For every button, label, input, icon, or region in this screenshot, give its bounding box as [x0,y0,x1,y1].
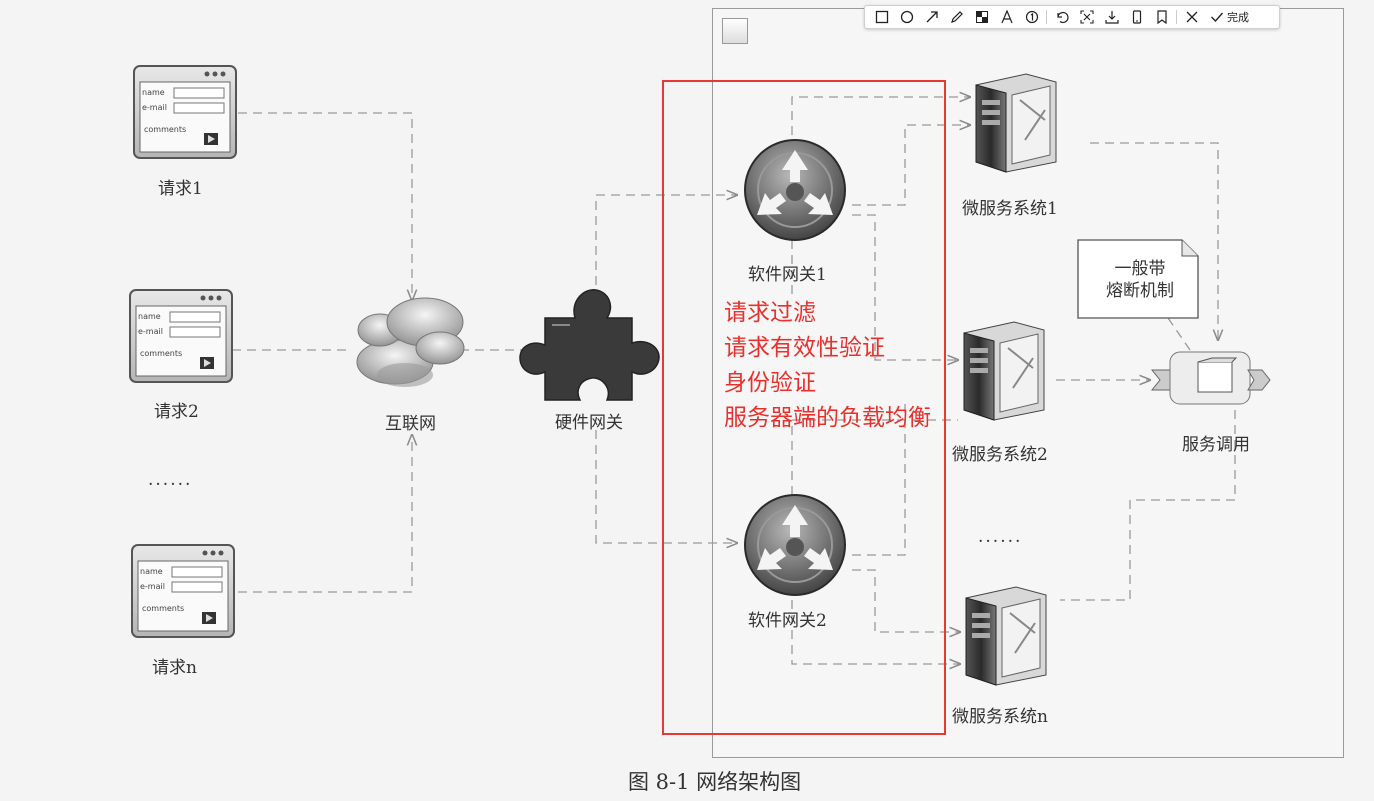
close-icon [1186,11,1197,23]
internet-cloud-icon [356,297,465,387]
bookmark-button[interactable] [1149,7,1174,27]
circuit-breaker-note: 一般带 熔断机制 [1090,258,1190,302]
number-icon [1025,10,1038,24]
microservice-2-label: 微服务系统2 [952,445,1048,465]
gateway-functions-annotation: 请求过滤 请求有效性验证 身份验证 服务器端的负载均衡 [724,296,931,436]
crop-icon [1079,10,1094,24]
svg-text:name: name [142,88,165,97]
arrow-icon [926,11,938,23]
text-icon [1000,10,1013,24]
request-ellipsis: ...... [148,470,193,490]
annotation-line-4: 服务器端的负载均衡 [724,405,931,431]
note-line-1: 一般带 [1114,259,1166,279]
svg-text:comments: comments [140,349,182,358]
annotation-line-2: 请求有效性验证 [724,335,885,361]
svg-text:e-mail: e-mail [142,103,167,112]
svg-text:name: name [140,567,163,576]
toolbar-separator [1176,10,1177,24]
microservice-1-label: 微服务系统1 [962,199,1058,219]
red-annotation-rectangle[interactable] [662,80,946,735]
toolbar-separator [1046,10,1047,24]
done-button[interactable]: 完成 [1206,7,1253,27]
microservice-n-server-icon [965,586,1047,686]
request-n-label: 请求n [152,658,197,678]
close-button[interactable] [1179,7,1204,27]
text-tool-button[interactable] [994,7,1019,27]
svg-text:e-mail: e-mail [140,582,165,591]
microservice-ellipsis: ...... [978,527,1023,547]
hardware-gateway-label: 硬件网关 [555,413,623,433]
bookmark-icon [1156,10,1167,24]
undo-icon [1056,11,1069,24]
request-window-1 [133,65,237,159]
annotation-line-3: 身份验证 [724,370,816,396]
mosaic-tool-button[interactable] [969,7,994,27]
undo-button[interactable] [1049,7,1074,27]
software-gateway-2-icon [744,494,846,596]
software-gateway-1-icon [744,139,846,241]
selection-handle[interactable] [722,18,748,44]
download-icon [1104,11,1119,24]
mosaic-icon [975,11,988,23]
service-call-label: 服务调用 [1182,435,1250,455]
download-button[interactable] [1099,7,1124,27]
request-2-label: 请求2 [154,402,199,422]
pencil-icon [950,11,963,23]
circuit-breaker-note-box [1077,239,1199,319]
ellipse-tool-button[interactable] [894,7,919,27]
request-1-label: 请求1 [158,179,203,199]
pencil-tool-button[interactable] [944,7,969,27]
note-line-2: 熔断机制 [1106,281,1174,301]
software-gateway-2-label: 软件网关2 [748,611,827,631]
check-icon [1211,12,1224,23]
rectangle-tool-button[interactable] [869,7,894,27]
number-tool-button[interactable] [1019,7,1044,27]
rectangle-icon [875,10,888,24]
svg-text:comments: comments [144,125,186,134]
svg-text:e-mail: e-mail [138,327,163,336]
phone-icon [1132,10,1141,24]
crop-button[interactable] [1074,7,1099,27]
done-label: 完成 [1227,11,1249,24]
service-call-icon [1150,351,1271,405]
annotation-toolbar: 完成 [864,5,1280,29]
svg-text:name: name [138,312,161,321]
arrow-tool-button[interactable] [919,7,944,27]
ellipse-icon [900,10,913,24]
annotation-line-1: 请求过滤 [724,300,816,326]
internet-label: 互联网 [385,414,436,434]
microservice-1-server-icon [975,73,1057,173]
hardware-gateway-puzzle-icon [519,289,660,401]
svg-text:comments: comments [142,604,184,613]
microservice-n-label: 微服务系统n [952,707,1048,727]
phone-button[interactable] [1124,7,1149,27]
figure-caption: 图 8-1 网络架构图 [628,770,802,794]
microservice-2-server-icon [963,321,1045,421]
software-gateway-1-label: 软件网关1 [748,265,827,285]
request-window-n [131,544,235,638]
request-window-2 [129,289,233,383]
